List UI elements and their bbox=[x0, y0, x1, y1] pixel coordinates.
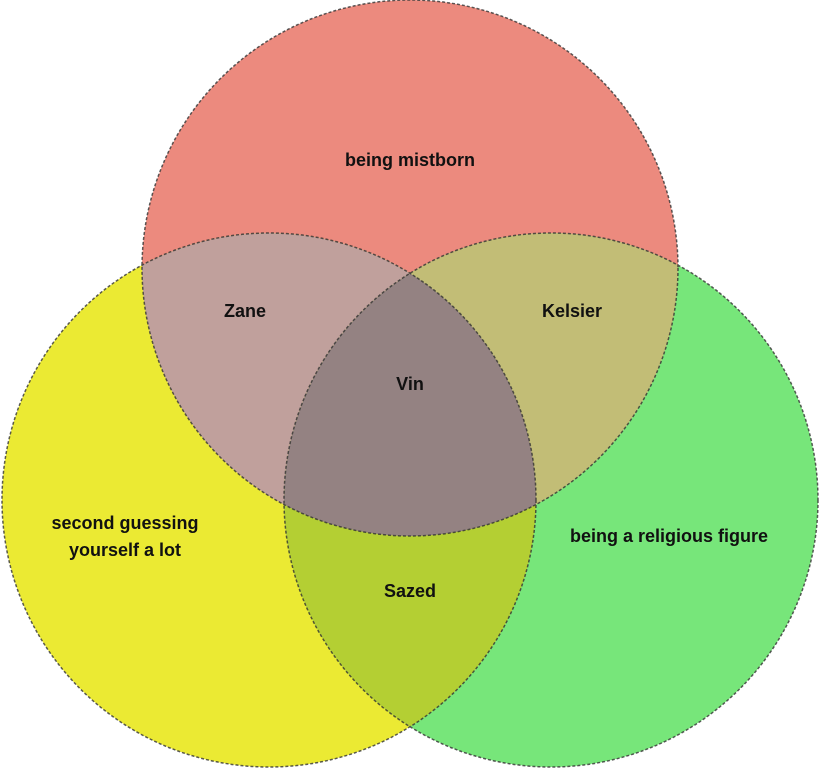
label-being-mistborn: being mistborn bbox=[345, 150, 475, 170]
label-religious-figure: being a religious figure bbox=[570, 526, 768, 546]
label-second-guessing-line2: yourself a lot bbox=[69, 540, 181, 560]
label-sazed: Sazed bbox=[384, 581, 436, 601]
label-zane: Zane bbox=[224, 301, 266, 321]
region-all bbox=[284, 233, 536, 536]
label-second-guessing-line1: second guessing bbox=[51, 513, 198, 533]
label-vin: Vin bbox=[396, 374, 424, 394]
label-kelsier: Kelsier bbox=[542, 301, 602, 321]
